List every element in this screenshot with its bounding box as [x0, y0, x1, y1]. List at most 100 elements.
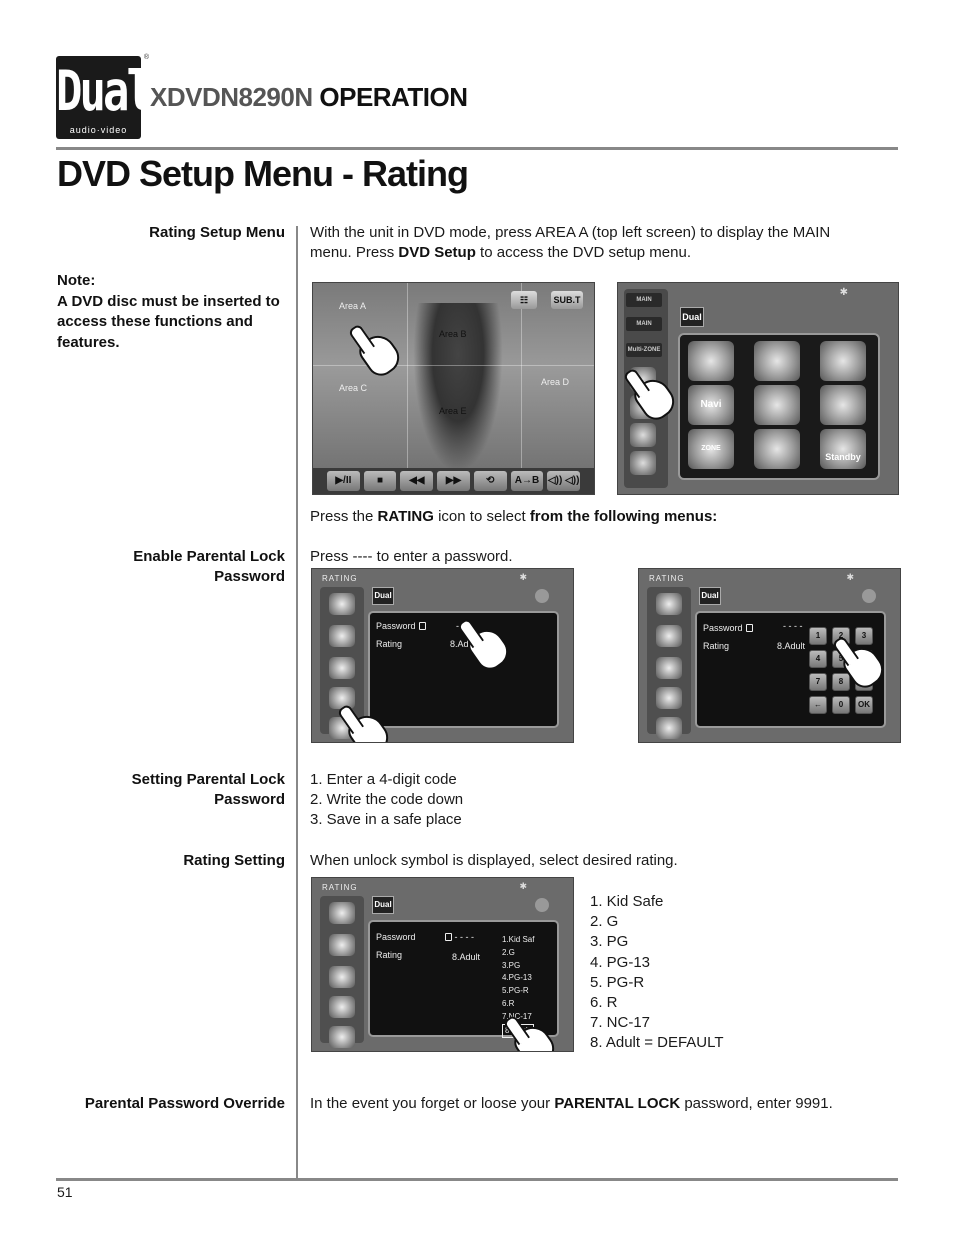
label-setting-line2: Password: [214, 791, 285, 808]
registered-mark: ®: [143, 54, 149, 61]
side-multi-zone[interactable]: Multi-ZONE: [626, 343, 662, 357]
lock-icon: [745, 624, 753, 632]
rating-option[interactable]: 7.NC-17: [502, 1011, 532, 1021]
repeat-button[interactable]: ⟲: [473, 471, 507, 491]
audio-button[interactable]: ◁)) ◁)): [547, 471, 581, 491]
screen-rating-password: RATING ✱ Dual Password - - Rating 8.Adu: [311, 568, 574, 743]
key-4[interactable]: 4: [809, 650, 827, 668]
side-icon-video[interactable]: [656, 625, 682, 647]
side-icon-video[interactable]: [329, 934, 355, 956]
intro-line-1: With the unit in DVD mode, press AREA A …: [310, 224, 831, 241]
tile-standby[interactable]: Standby: [820, 429, 866, 469]
note-block: Note: A DVD disc must be inserted to acc…: [57, 271, 287, 353]
rating-row-label: Rating: [376, 639, 403, 649]
rewind-button[interactable]: ◀◀: [400, 471, 434, 491]
rating-option[interactable]: 4.PG-13: [502, 973, 532, 983]
key-0[interactable]: 0: [832, 696, 850, 714]
intro-text-a: menu. Press: [310, 244, 399, 261]
rating-row-value[interactable]: 8.Adult: [777, 641, 806, 651]
area-c-label[interactable]: Area C: [339, 383, 368, 393]
side-icon-rating[interactable]: [329, 1026, 355, 1048]
side-icon-audio[interactable]: [329, 687, 355, 709]
rating-option[interactable]: 2.G: [502, 947, 515, 957]
label-rating-setting: Rating Setting: [183, 852, 285, 869]
rating-option[interactable]: 5.PG-R: [502, 986, 529, 996]
label-setting-parental-lock: Setting Parental Lock Password: [132, 770, 285, 810]
a-b-repeat-button[interactable]: A→B: [510, 471, 544, 491]
dual-mini-logo: Dual: [680, 307, 704, 327]
area-b-label[interactable]: Area B: [439, 329, 467, 339]
password-row[interactable]: Password: [703, 623, 753, 633]
tile-camera-icon[interactable]: [754, 385, 800, 425]
side-icon-general[interactable]: [329, 902, 355, 924]
back-icon[interactable]: [535, 898, 549, 912]
rating-row-value[interactable]: 8.Adu: [450, 639, 474, 649]
tile-zone[interactable]: ZONE: [688, 429, 734, 469]
rating-option[interactable]: 3.PG: [502, 960, 521, 970]
side-icon-audio[interactable]: [656, 687, 682, 709]
back-icon[interactable]: [535, 589, 549, 603]
password-value[interactable]: - - - -: [442, 932, 474, 942]
side-icon-rating[interactable]: [656, 717, 682, 739]
side-icon-audio[interactable]: [329, 996, 355, 1018]
key-1[interactable]: 1: [809, 627, 827, 645]
rating-option[interactable]: 1.Kid Saf: [502, 935, 535, 944]
label-enable-line1: Enable Parental Lock: [133, 548, 285, 565]
key-8[interactable]: 8: [832, 673, 850, 691]
password-label: Password: [376, 621, 416, 631]
tile-ipod-icon[interactable]: [820, 341, 866, 381]
side-icon-general[interactable]: [656, 593, 682, 615]
screen-main-menu: MAIN MAIN Multi-ZONE Dual ✱ Navi ZONE St…: [617, 282, 899, 495]
setting-steps-list: 1. Enter a 4-digit code 2. Write the cod…: [310, 770, 463, 831]
password-value[interactable]: - - - -: [783, 621, 803, 631]
unlock-line: When unlock symbol is displayed, select …: [310, 852, 678, 869]
tile-navi[interactable]: Navi: [688, 385, 734, 425]
side-main-2[interactable]: MAIN: [626, 317, 662, 331]
area-d-label[interactable]: Area D: [541, 377, 570, 387]
side-icon-video[interactable]: [329, 625, 355, 647]
main-menu-panel: Navi ZONE Standby: [678, 333, 880, 480]
rating-option[interactable]: 6.R: [502, 998, 515, 1008]
rating-row-label: Rating: [703, 641, 730, 651]
screen-rating-options: RATING ✱ Dual Password - - - - Rating 8.…: [311, 877, 574, 1052]
label-enable-parental-lock: Enable Parental Lock Password: [133, 547, 285, 587]
numeric-keypad: 1 2 3 4 5 6 7 8 9 ← 0 OK: [809, 627, 873, 714]
subtitle-button[interactable]: SUB.T: [551, 291, 583, 309]
side-icon-4[interactable]: [630, 451, 656, 475]
ratings-list: 1. Kid Safe 2. G 3. PG 4. PG-13 5. PG-R …: [590, 892, 724, 1054]
key-ok[interactable]: OK: [855, 696, 873, 714]
rating-header: RATING: [322, 883, 358, 892]
key-backspace[interactable]: ←: [809, 696, 827, 714]
side-icon-3[interactable]: [630, 423, 656, 447]
side-icon-general[interactable]: [329, 593, 355, 615]
side-icon-language[interactable]: [656, 657, 682, 679]
area-e-label[interactable]: Area E: [439, 406, 467, 416]
fast-forward-button[interactable]: ▶▶: [437, 471, 470, 491]
press-following-menus: from the following menus:: [529, 508, 718, 525]
rating-pgr: 5. PG-R: [590, 973, 645, 991]
unlock-icon: [445, 933, 452, 941]
rating-g: 2. G: [590, 913, 619, 931]
rating-header: RATING: [322, 574, 358, 583]
press-rating-line: Press the RATING icon to select from the…: [310, 507, 717, 527]
rating-row-value[interactable]: 8.Adult: [452, 952, 481, 962]
side-main-1[interactable]: MAIN: [626, 293, 662, 307]
lock-icon: [418, 622, 426, 630]
back-icon[interactable]: [862, 589, 876, 603]
menu-button[interactable]: ☷: [511, 291, 537, 309]
stop-button[interactable]: ■: [363, 471, 397, 491]
side-icon-language[interactable]: [329, 966, 355, 988]
rating-sidebar: [320, 896, 364, 1048]
password-row[interactable]: Password: [376, 621, 426, 631]
area-a-label[interactable]: Area A: [339, 301, 367, 311]
tile-bluetooth-icon[interactable]: [820, 385, 866, 425]
tile-aux-icon[interactable]: [754, 429, 800, 469]
key-7[interactable]: 7: [809, 673, 827, 691]
section-name: OPERATION: [319, 82, 468, 112]
label-setting-line1: Setting Parental Lock: [131, 771, 285, 788]
tile-disc-icon[interactable]: [754, 341, 800, 381]
side-icon-language[interactable]: [329, 657, 355, 679]
key-3[interactable]: 3: [855, 627, 873, 645]
tile-radio-icon[interactable]: [688, 341, 734, 381]
play-pause-button[interactable]: ▶/II: [327, 471, 360, 491]
